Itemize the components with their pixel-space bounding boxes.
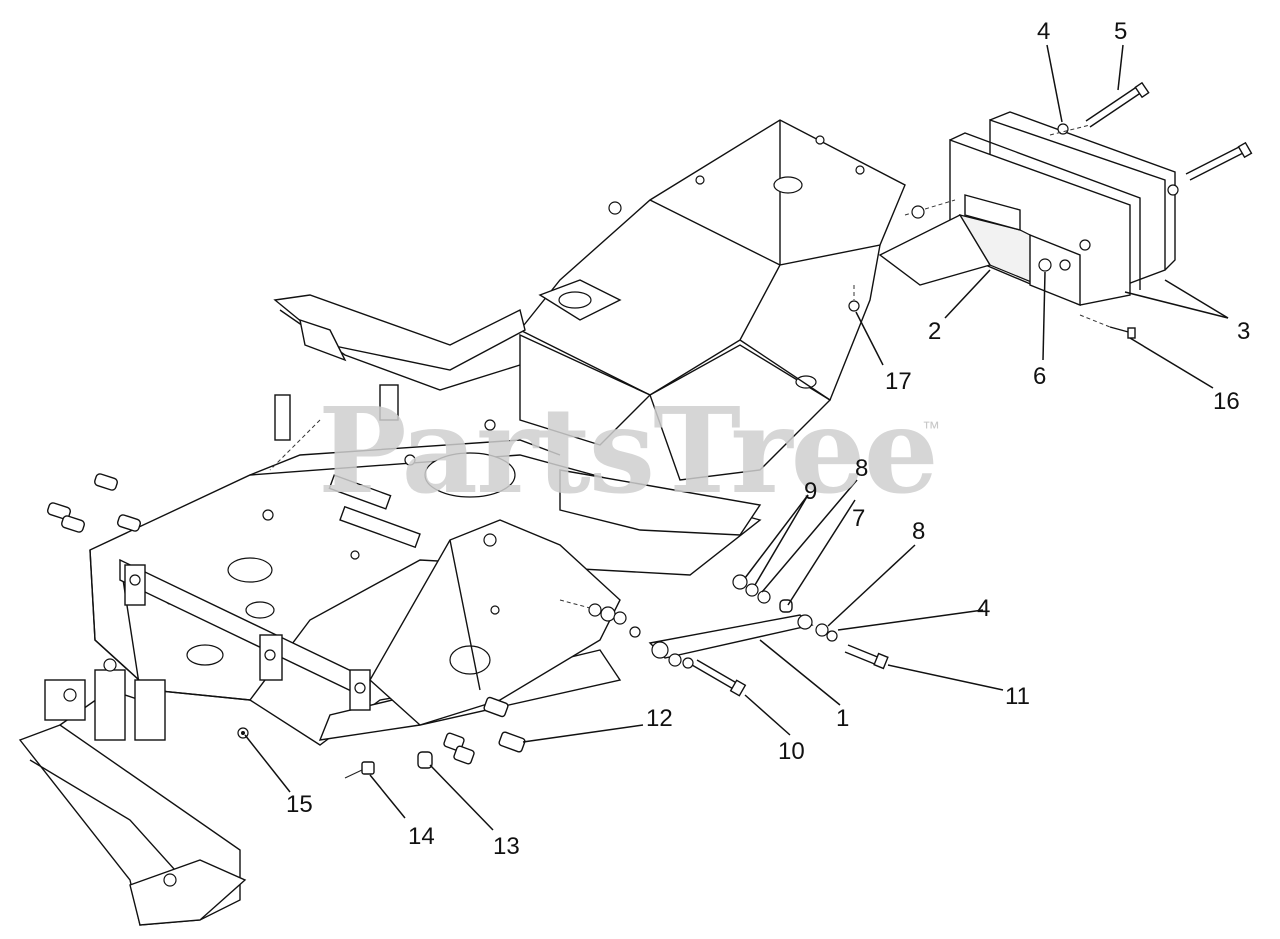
callout-8-lower: 8 [912,518,926,545]
callout-9: 9 [804,478,818,505]
counterweight-assembly [878,111,1176,307]
front-bumper-bracket [18,658,247,926]
bolt-part-16 [1079,314,1136,339]
callout-16: 16 [1213,388,1240,415]
callout-4-upper: 4 [1037,18,1051,45]
callout-15: 15 [286,791,313,818]
partstree-watermark: PartsTree [318,381,939,520]
frame-upright-plates [269,384,399,471]
callout-13: 13 [493,833,520,860]
trademark-symbol: ™ [922,418,940,438]
link-bar-assembly [559,574,889,697]
callout-7: 7 [852,505,866,532]
frame-side-rails [119,558,371,711]
callout-17: 17 [885,368,912,395]
callout-1: 1 [836,705,850,732]
callout-6: 6 [1033,363,1047,390]
callout-12: 12 [646,705,673,732]
loose-hardware-bottom [237,696,526,779]
callout-8-upper: 8 [855,455,869,482]
callout-3: 3 [1237,318,1251,345]
callout-leader-lines [244,44,1229,831]
seat-pan [273,294,526,391]
callout-2: 2 [928,318,942,345]
frame-side-plate [369,519,621,726]
callout-4-lower: 4 [977,595,991,622]
callout-10: 10 [778,738,805,765]
callout-5: 5 [1114,18,1128,45]
nut-part-17 [848,285,860,312]
loose-bolts-upper-left [47,473,141,533]
counterweight-bolts [1049,81,1253,196]
callout-11: 11 [1005,683,1030,710]
frame-rear-body [518,119,906,536]
callout-14: 14 [408,823,435,850]
